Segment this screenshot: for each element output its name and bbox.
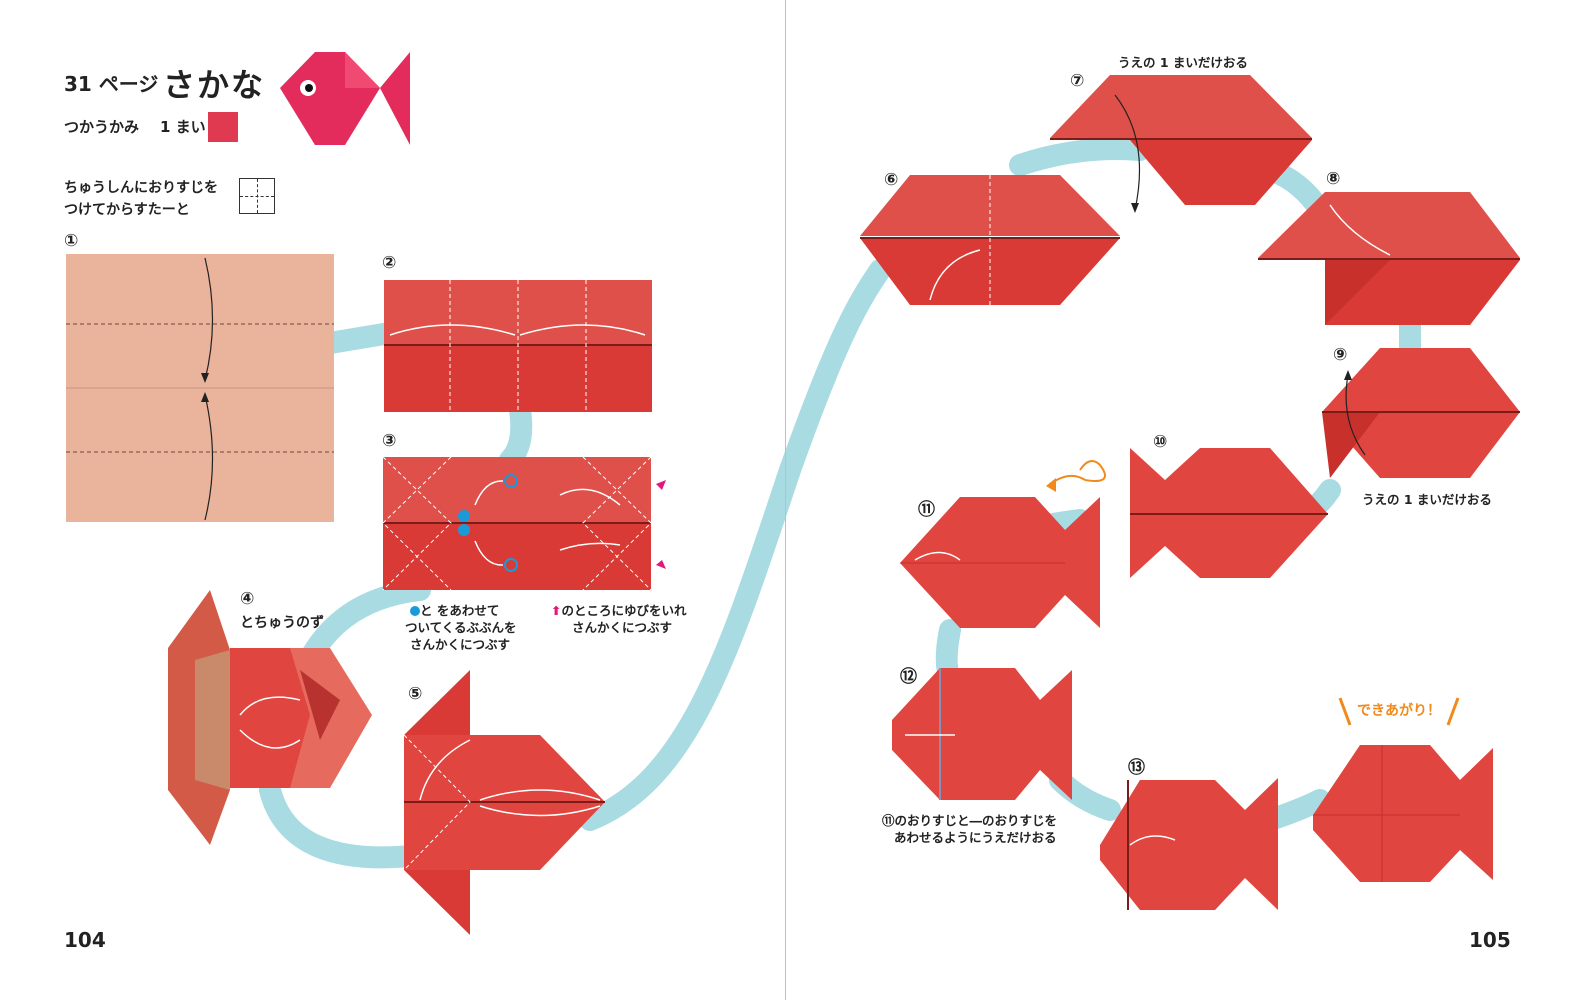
prep-instruction-line2: つけてからすたーと [64,202,190,218]
paper-color-swatch [208,112,238,142]
page-title: さかな [163,66,266,104]
step12-note-line2: あわせるようにうえだけおる [894,830,1057,845]
step-number-11: ⑪ [918,500,935,520]
step-number-6: ⑥ [884,170,899,190]
paper-count: 1 まい [160,118,206,136]
step-number-5: ⑤ [408,684,423,704]
step9-note: うえの 1 まいだけおる [1362,492,1492,507]
step-number-1: ① [64,231,79,251]
step12-note-line1: ⑪のおりすじと―のおりすじを [882,813,1058,828]
step7-paper [1050,75,1312,213]
step-number-10: ⑩ [1153,432,1168,452]
page-number-left: 104 [64,928,106,952]
pink-arrow-icon: ⬆ [551,603,562,618]
step-number-4: ④ [240,589,255,609]
step6-paper [860,175,1120,305]
step-number-3: ③ [382,431,397,451]
filled-dot-icon [410,606,420,616]
step9-paper [1322,348,1520,478]
finished-label: できあがり！ [1357,703,1441,719]
step-number-13: ⑬ [1128,758,1145,778]
page-number-right: 105 [1469,928,1511,952]
finished-fish [1313,697,1493,882]
page-gutter [785,0,786,1000]
step-number-12: ⑫ [900,667,917,687]
crease-diagram-icon [239,178,275,214]
paper-label: つかうかみ [64,118,140,136]
fish-icon [280,52,410,145]
step5-paper [403,670,605,935]
step12-paper [892,668,1072,800]
step3-paper [382,456,666,591]
step-number-7: ⑦ [1070,71,1085,91]
step4-caption: とちゅうのず [240,615,324,631]
step3-note-b-line1: ⬆のところにゆびをいれ [551,603,687,618]
step13-paper [1100,778,1278,910]
step1-paper [66,254,334,522]
step10-paper [1046,448,1328,578]
step8-paper [1258,192,1520,325]
step11-paper [900,497,1100,628]
step7-note: うえの 1 まいだけおる [1118,55,1248,70]
step3-note-a-line1: と をあわせて [410,600,499,619]
step-number-2: ② [382,253,397,273]
step3-note-b-line2: さんかくにつぶす [572,620,673,635]
step-number-8: ⑧ [1326,169,1341,189]
step3-note-a-line2: ついてくるぶぶんを [405,620,517,635]
step2-paper [384,280,652,412]
step3-note-a-line3: さんかくにつぶす [410,637,511,652]
prep-instruction-line1: ちゅうしんにおりすじを [64,180,218,196]
step-number-9: ⑨ [1333,345,1348,365]
page-reference: 31 ページ [64,72,159,96]
step4-paper [168,590,372,845]
